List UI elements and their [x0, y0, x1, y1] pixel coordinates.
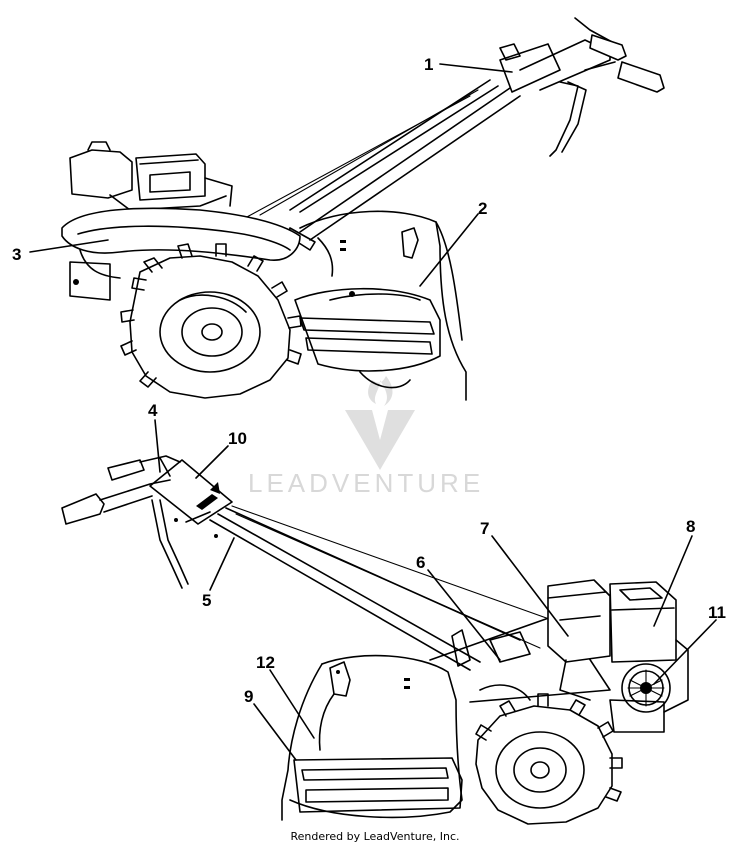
bottom-tiller-illustration — [61, 455, 689, 825]
leader-11 — [653, 619, 717, 685]
bottom-engine — [547, 579, 689, 733]
callout-10: 10 — [228, 429, 247, 448]
leader-10 — [195, 445, 229, 479]
leadventure-logo-icon — [345, 376, 415, 470]
leader-12 — [269, 669, 315, 739]
bottom-tine-hood — [281, 654, 463, 821]
top-tine-hood — [294, 210, 467, 401]
callout-9: 9 — [244, 687, 253, 706]
leader-6 — [427, 569, 501, 661]
callout-11: 11 — [708, 603, 726, 622]
leader-2 — [419, 213, 479, 287]
leader-1 — [439, 63, 513, 73]
watermark: LEADVENTURE — [248, 376, 484, 498]
leader-4 — [154, 419, 161, 473]
leader-7 — [491, 535, 569, 637]
bottom-handle-tubes — [149, 459, 553, 671]
callout-2: 2 — [478, 199, 487, 218]
callout-7: 7 — [480, 519, 489, 538]
leader-3 — [29, 239, 109, 253]
callout-leaders — [29, 63, 717, 761]
callout-8: 8 — [686, 517, 695, 536]
bottom-wheel — [475, 693, 623, 825]
top-shift-lever — [499, 43, 521, 61]
callout-6: 6 — [416, 553, 425, 572]
top-wheel — [120, 243, 302, 399]
leader-5 — [209, 537, 235, 591]
top-tiller-illustration — [61, 17, 665, 401]
watermark-text: LEADVENTURE — [248, 468, 484, 498]
footer-credit: Rendered by LeadVenture, Inc. — [290, 830, 460, 843]
leader-9 — [253, 703, 297, 761]
top-handlebar — [519, 17, 665, 157]
bottom-handlebar — [61, 455, 189, 589]
callout-12: 12 — [256, 653, 275, 672]
leader-8 — [653, 535, 693, 627]
callout-3: 3 — [12, 245, 21, 264]
callout-4: 4 — [148, 401, 158, 420]
top-fender — [61, 207, 301, 301]
callout-1: 1 — [424, 55, 433, 74]
top-engine — [69, 141, 233, 211]
top-handle-tubes — [244, 43, 561, 251]
callout-labels: 1 2 3 4 5 6 7 8 9 10 11 12 — [12, 55, 726, 706]
callout-5: 5 — [202, 591, 211, 610]
